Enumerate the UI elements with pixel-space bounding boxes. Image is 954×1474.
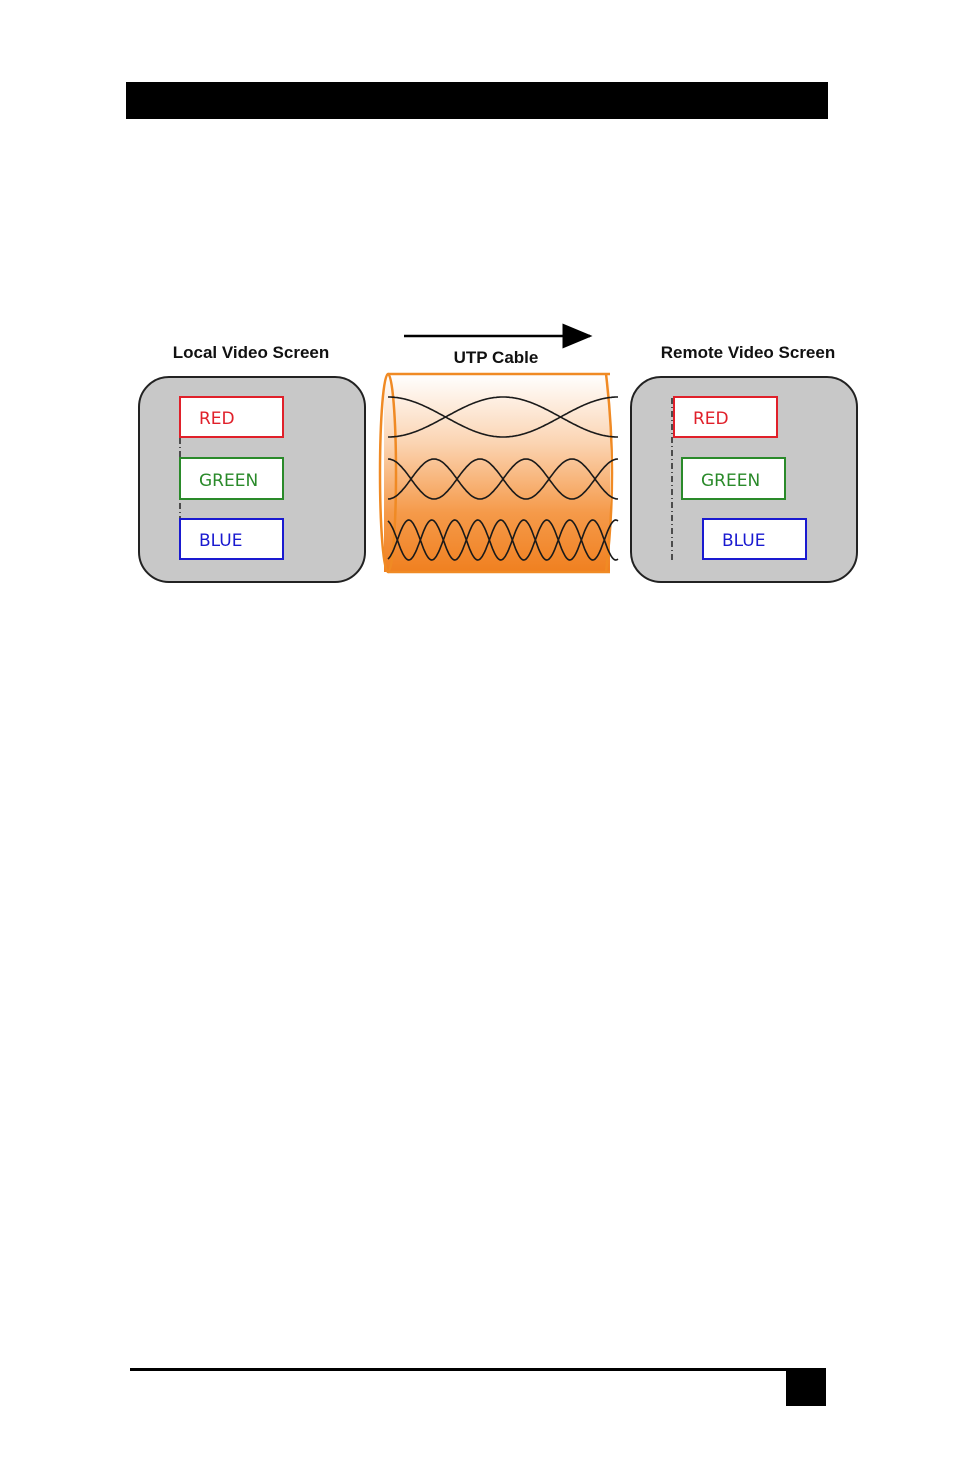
utp-skew-diagram: Local Video Screen UTP Cable Remote Vide… xyxy=(0,0,954,700)
local-red-label: RED xyxy=(199,409,235,429)
remote-screen-title: Remote Video Screen xyxy=(661,343,835,362)
local-screen-title: Local Video Screen xyxy=(173,343,330,362)
remote-red-box: RED xyxy=(674,397,777,437)
page-number-box xyxy=(786,1371,826,1406)
utp-cable xyxy=(380,374,618,572)
remote-blue-box: BLUE xyxy=(703,519,806,559)
local-red-box: RED xyxy=(180,397,283,437)
local-green-box: GREEN xyxy=(180,458,283,499)
local-green-label: GREEN xyxy=(199,471,258,491)
remote-green-label: GREEN xyxy=(701,471,760,491)
remote-blue-label: BLUE xyxy=(722,531,765,551)
footer-rule xyxy=(130,1368,826,1371)
remote-green-box: GREEN xyxy=(682,458,785,499)
cable-title: UTP Cable xyxy=(454,348,539,367)
local-blue-label: BLUE xyxy=(199,531,242,551)
local-blue-box: BLUE xyxy=(180,519,283,559)
remote-red-label: RED xyxy=(693,409,729,429)
